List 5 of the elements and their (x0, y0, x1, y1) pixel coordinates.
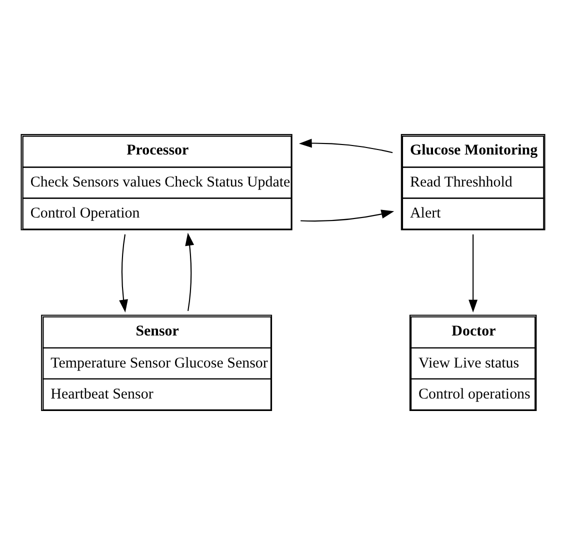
arrow (300, 209, 394, 222)
arrow (468, 234, 478, 312)
arrow (298, 138, 393, 153)
arrow (185, 232, 194, 310)
arrow (119, 234, 128, 312)
